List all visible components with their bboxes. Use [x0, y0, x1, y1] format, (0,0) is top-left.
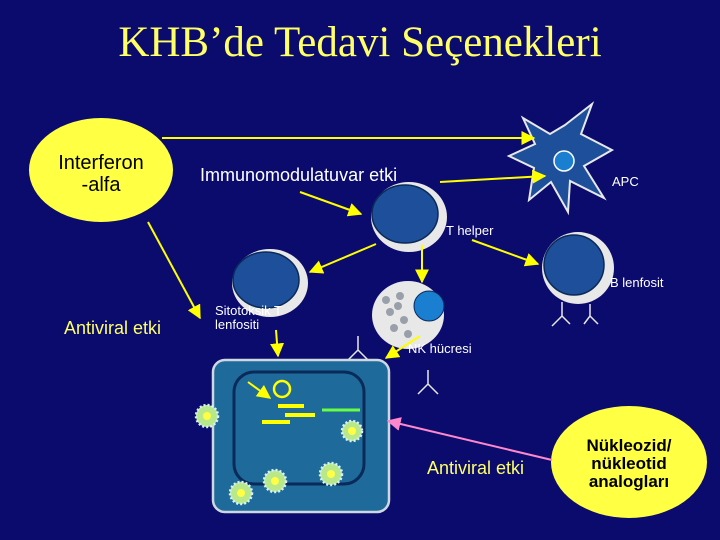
- nukleozid-ellipse: [551, 406, 707, 518]
- nukleozid-label: Nükleozid/ nükleotid analogları: [560, 437, 698, 491]
- sitotoksik-cell: [232, 249, 308, 317]
- apc-label: APC: [612, 174, 639, 189]
- antiviral-bottom-label: Antiviral etki: [427, 458, 525, 478]
- sitotoksik-label: Sitotoksik T lenfositi: [215, 304, 282, 332]
- t-helper-label: T helper: [446, 223, 494, 238]
- interferon-line1: Interferon: [58, 152, 144, 174]
- nk-label: NK hücresi: [408, 341, 472, 356]
- b-lenfosit-label: B lenfosit: [610, 275, 664, 290]
- antiviral-left-label: Antiviral etki: [64, 318, 162, 338]
- interferon-line2: -alfa: [81, 174, 121, 196]
- b-lenfosit-cell: [542, 232, 614, 327]
- slide-title: KHB’de Tedavi Seçenekleri: [118, 19, 602, 66]
- interferon-label: Interferon -alfa: [32, 152, 170, 196]
- nk-cell: [347, 281, 445, 395]
- nukleozid-line3: analogları: [588, 472, 670, 491]
- apc-cell: [506, 101, 615, 216]
- interferon-ellipse: [29, 118, 173, 222]
- sitotoksik-line2: lenfositi: [215, 317, 260, 332]
- sitotoksik-line1: Sitotoksik T: [215, 303, 282, 318]
- t-helper-cell: [371, 182, 447, 252]
- arrows: [147, 131, 553, 461]
- nukleozid-line2: nükleotid: [591, 454, 667, 473]
- immuno-label: Immunomodulatuvar etki: [200, 165, 398, 185]
- nukleozid-line1: Nükleozid/: [586, 436, 672, 455]
- virus-particles: [194, 403, 364, 506]
